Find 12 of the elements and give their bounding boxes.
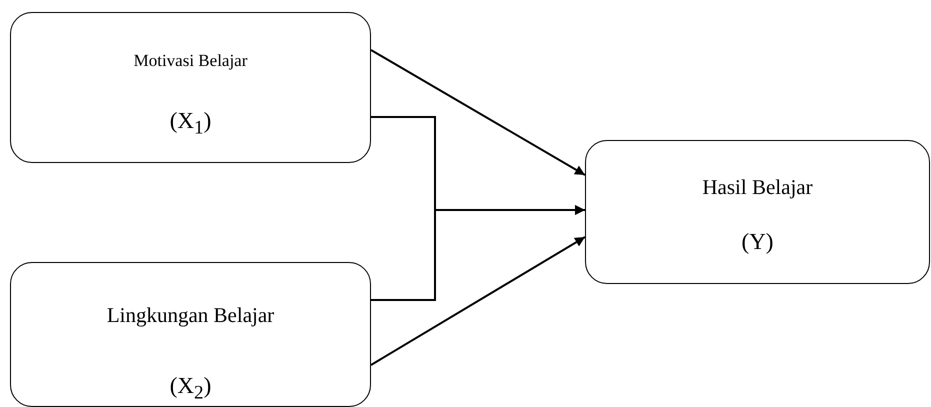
variable-name: Hasil Belajar — [702, 175, 813, 200]
variable-symbol: (Y) — [742, 229, 774, 255]
variable-symbol: (X$_{2}$) — [170, 373, 212, 405]
variable-name: Lingkungan Belajar — [106, 303, 274, 328]
variable-symbol: (X$_{1}$) — [170, 108, 212, 140]
variable-box — [10, 12, 371, 163]
arrow — [370, 49, 586, 176]
variable-box — [10, 262, 371, 407]
arrow — [370, 236, 586, 366]
arrow — [371, 205, 585, 301]
variable-name: Motivasi Belajar — [134, 51, 248, 71]
variable-box — [585, 140, 930, 284]
